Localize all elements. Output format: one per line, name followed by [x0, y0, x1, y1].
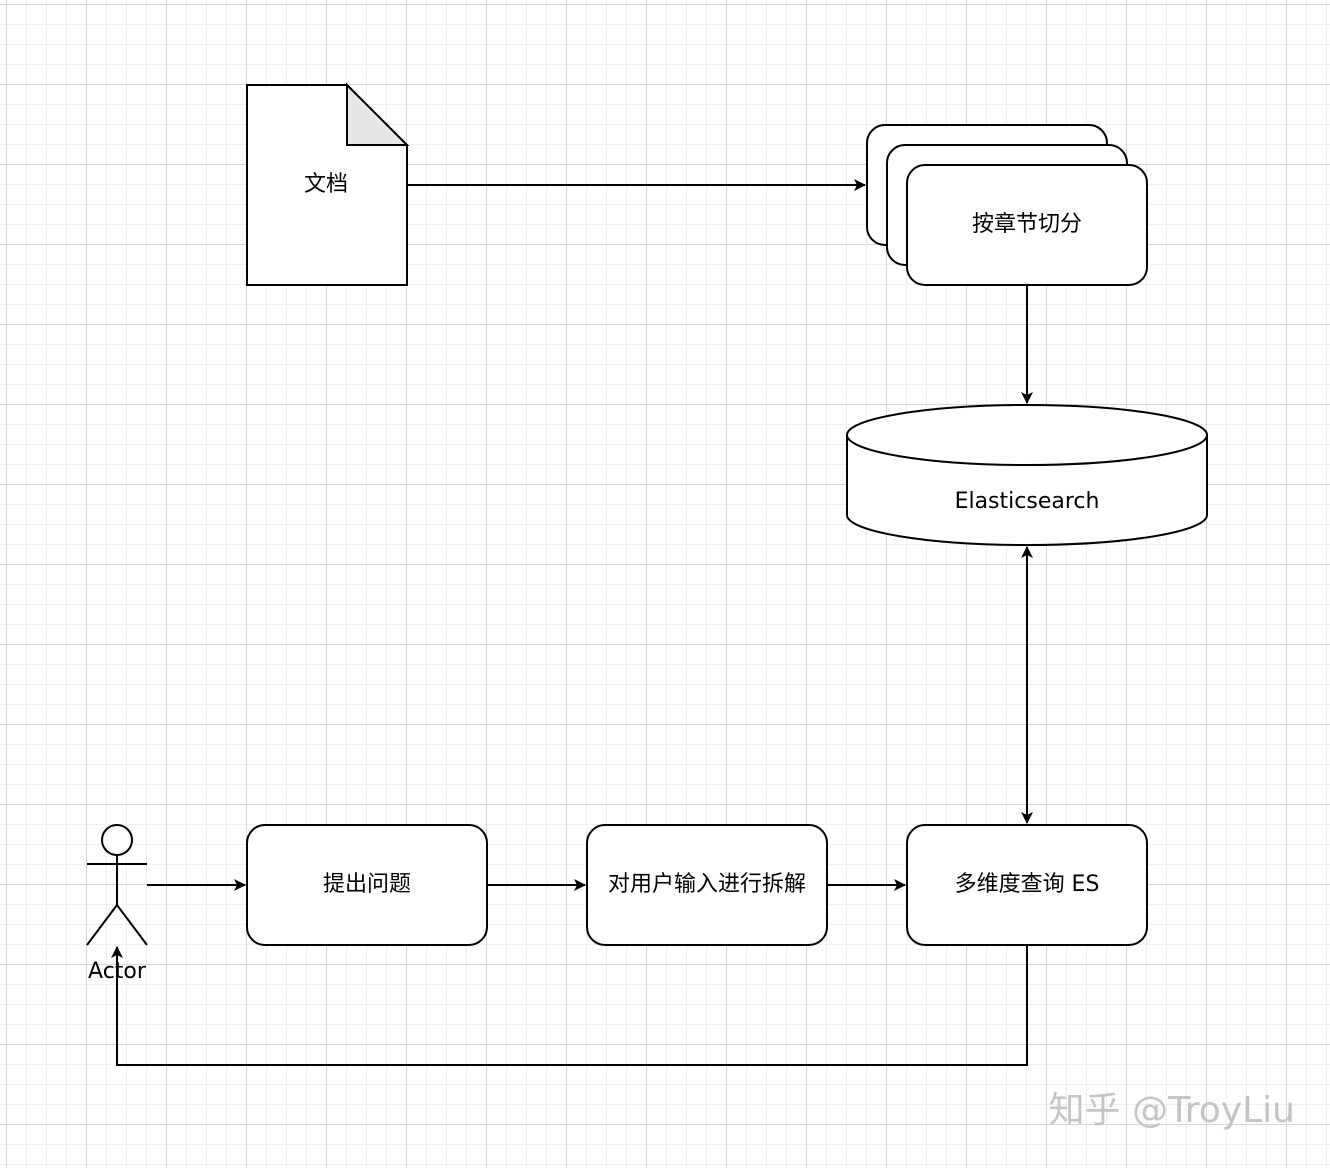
multi-query-es-node[interactable]: 多维度查询 ES: [906, 824, 1148, 946]
multi-query-es-label: 多维度查询 ES: [955, 872, 1100, 897]
document-fold-icon: [346, 82, 410, 146]
elasticsearch-node[interactable]: Elasticsearch: [846, 404, 1208, 546]
decompose-input-node[interactable]: 对用户输入进行拆解: [586, 824, 828, 946]
document-label: 文档: [304, 172, 348, 197]
edge-query-back-to-actor[interactable]: [111, 945, 1028, 1066]
actor-right-leg: [116, 904, 148, 946]
watermark: 知乎 @TroyLiu: [1049, 1090, 1295, 1131]
ask-question-node[interactable]: 提出问题: [246, 824, 488, 946]
document-node[interactable]: 文档: [246, 82, 410, 286]
split-by-chapter-label: 按章节切分: [972, 212, 1082, 237]
ask-question-label: 提出问题: [323, 872, 411, 897]
actor-left-leg: [86, 904, 118, 946]
decompose-input-label: 对用户输入进行拆解: [608, 872, 806, 897]
actor-head: [101, 824, 133, 856]
split-by-chapter-node[interactable]: 按章节切分: [866, 124, 1148, 286]
cylinder-body: [846, 435, 1208, 546]
elasticsearch-label: Elasticsearch: [955, 489, 1100, 514]
cylinder-top: [846, 404, 1208, 466]
